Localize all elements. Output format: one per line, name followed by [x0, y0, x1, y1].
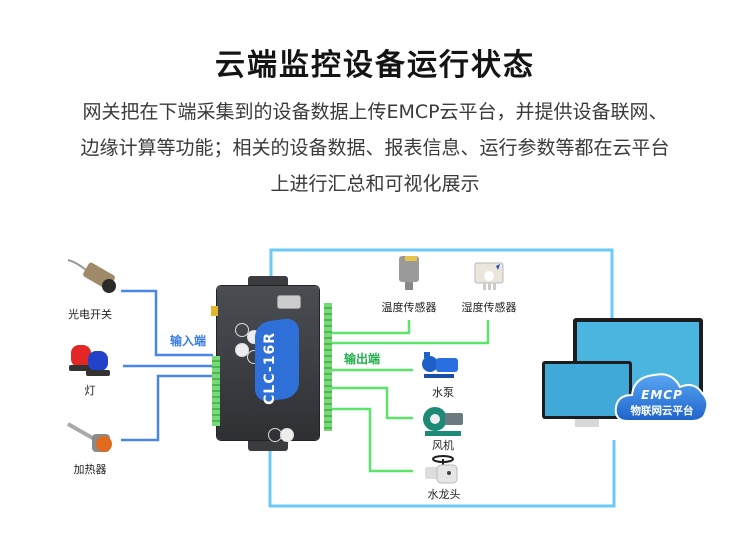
- sensor-label-humidity: 湿度传感器: [461, 301, 517, 314]
- output-label-pump: 水泵: [432, 386, 454, 399]
- sensor-line-humidity: [332, 320, 490, 345]
- humidity-sensor-icon: [474, 262, 504, 290]
- monitor-small: [542, 361, 632, 419]
- temperature-sensor-icon: [397, 254, 421, 290]
- controller-model: CLC-16R: [262, 332, 278, 405]
- output-line-valve: [332, 407, 413, 473]
- input-label-heater: 加热器: [73, 463, 107, 476]
- hex-decoration: [235, 343, 249, 357]
- cloud-link-top: [269, 248, 614, 318]
- input-port-label: 输入端: [170, 334, 207, 348]
- output-port-label: 输出端: [344, 352, 381, 366]
- antenna-connector: [211, 306, 218, 316]
- controller-mount-bottom: [248, 439, 288, 451]
- description-line: 边缘计算等功能；相关的设备数据、报表信息、运行参数等都在云平台: [80, 137, 670, 159]
- hex-decoration: [235, 323, 249, 337]
- page-title: 云端监控设备运行状态: [215, 48, 535, 83]
- output-terminal-block: [324, 303, 332, 431]
- water-pump-icon: [420, 350, 460, 380]
- sensor-line-temp: [332, 320, 411, 335]
- input-label-light: 灯: [84, 384, 96, 397]
- platform-name: 物联网云平台: [630, 405, 694, 417]
- photoelectric-switch-icon: [66, 256, 118, 296]
- heater-icon: [66, 418, 116, 458]
- valve-icon: [423, 455, 461, 485]
- input-label-switch: 光电开关: [68, 308, 112, 321]
- cloud-link-bottom: [268, 440, 616, 508]
- sensor-label-temperature: 温度传感器: [381, 301, 437, 314]
- output-label-valve: 水龙头: [427, 488, 461, 501]
- platform-brand: EMCP: [641, 388, 683, 402]
- warning-light-icon: [68, 343, 114, 379]
- hex-decoration: [280, 428, 294, 442]
- description-line: 上进行汇总和可视化展示: [270, 173, 480, 195]
- hex-decoration: [268, 428, 282, 442]
- output-label-fan: 风机: [432, 439, 454, 452]
- input-line-heater: [121, 374, 213, 442]
- monitor-stand: [575, 419, 599, 427]
- input-terminal-block: [212, 356, 220, 426]
- output-line-fan: [332, 386, 413, 420]
- fan-icon: [421, 403, 465, 437]
- cloud-platform-icon: [614, 373, 709, 422]
- description: 网关把在下端采集到的设备数据上传EMCP云平台，并提供设备联网、 边缘计算等功能…: [20, 94, 730, 202]
- description-line: 网关把在下端采集到的设备数据上传EMCP云平台，并提供设备联网、: [82, 101, 668, 123]
- serial-port: [277, 295, 301, 309]
- controller-mount-top: [248, 276, 288, 288]
- input-line-switch: [121, 289, 213, 357]
